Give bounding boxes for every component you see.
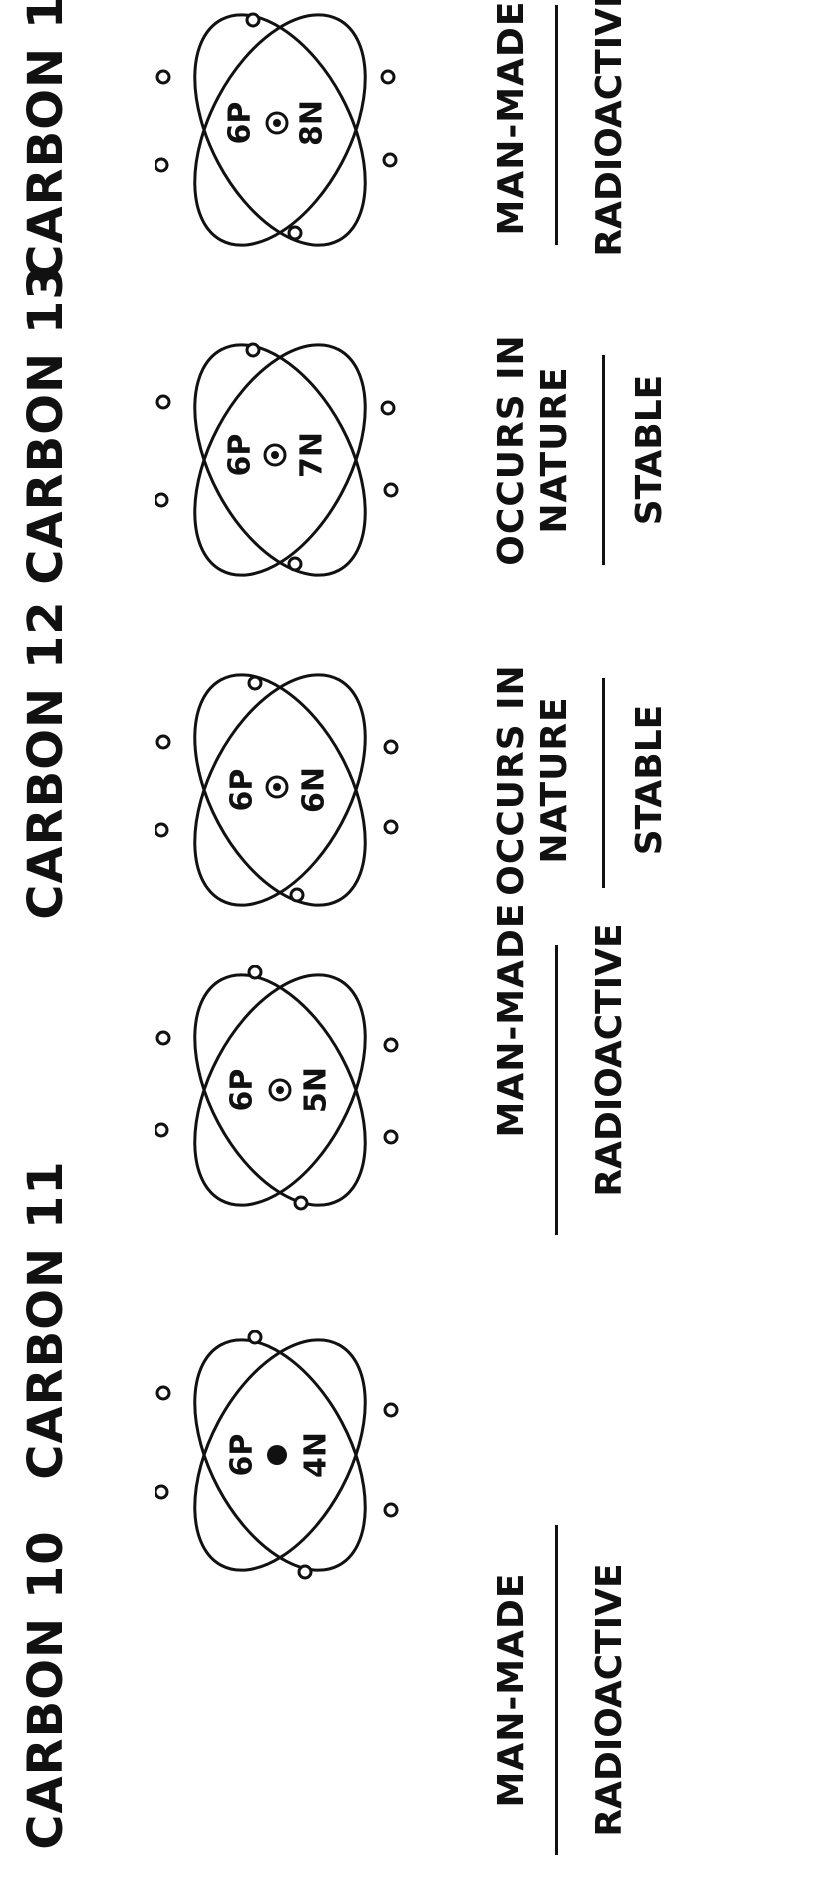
isotope-title: CARBON 14: [22, 0, 70, 280]
nucleus-icon: [276, 1086, 284, 1094]
electron-icon: [157, 736, 169, 748]
electron-icon: [155, 159, 167, 171]
neutron-count: 4N: [299, 1432, 334, 1478]
origin-label: MAN-MADE: [494, 903, 530, 1138]
stability-label: RADIOACTIVE: [592, 0, 628, 257]
divider-line: [602, 355, 605, 565]
electron-icon: [289, 227, 301, 239]
isotope-title: CARBON 10: [22, 1530, 70, 1849]
atom-diagram: 6P 4N: [155, 1330, 405, 1580]
electron-icon: [155, 1486, 167, 1498]
electron-icon: [247, 14, 259, 26]
neutron-count: 5N: [299, 1067, 334, 1113]
electron-icon: [291, 889, 303, 901]
electron-icon: [382, 402, 394, 414]
neutron-count: 6N: [297, 767, 332, 813]
electron-icon: [155, 1124, 167, 1136]
origin-label: OCCURS IN: [494, 334, 530, 565]
origin-label-line2: NATURE: [537, 696, 573, 863]
electron-icon: [247, 344, 259, 356]
atom-diagram: 6P 7N: [155, 335, 405, 585]
isotope-title: CARBON 11: [22, 1160, 70, 1479]
electron-icon: [382, 71, 394, 83]
divider-line: [555, 945, 558, 1235]
electron-icon: [385, 741, 397, 753]
isotope-title: CARBON 13: [22, 265, 70, 584]
origin-label: OCCURS IN: [494, 664, 530, 895]
proton-count: 6P: [225, 769, 260, 812]
atom-diagram: 6P 8N: [155, 5, 405, 255]
stability-label: RADIOACTIVE: [592, 1563, 628, 1836]
electron-icon: [155, 494, 167, 506]
nucleus-icon: [267, 1445, 287, 1465]
electron-icon: [384, 154, 396, 166]
electron-icon: [385, 484, 397, 496]
atom-diagram: 6P 6N: [155, 665, 405, 915]
electron-icon: [295, 1197, 307, 1209]
neutron-count: 8N: [295, 100, 330, 146]
electron-icon: [157, 71, 169, 83]
stability-label: STABLE: [632, 375, 668, 526]
divider-line: [555, 5, 558, 245]
electron-icon: [385, 1404, 397, 1416]
origin-label-line2: NATURE: [537, 366, 573, 533]
atom-diagram: 6P 5N: [155, 965, 405, 1215]
electron-icon: [289, 558, 301, 570]
electron-icon: [249, 1331, 261, 1343]
proton-count: 6P: [223, 102, 258, 145]
stability-label: RADIOACTIVE: [592, 923, 628, 1196]
origin-label: MAN-MADE: [494, 1, 530, 236]
electron-icon: [157, 1387, 169, 1399]
origin-label: MAN-MADE: [494, 1573, 530, 1808]
neutron-count: 7N: [295, 432, 330, 478]
electron-icon: [299, 1566, 311, 1578]
divider-line: [555, 1525, 558, 1855]
divider-line: [602, 678, 605, 888]
nucleus-icon: [273, 783, 281, 791]
nucleus-icon: [273, 119, 281, 127]
electron-icon: [249, 677, 261, 689]
electron-icon: [157, 396, 169, 408]
electron-icon: [155, 824, 167, 836]
proton-count: 6P: [225, 1069, 260, 1112]
proton-count: 6P: [223, 434, 258, 477]
electron-icon: [385, 1039, 397, 1051]
electron-icon: [249, 966, 261, 978]
proton-count: 6P: [225, 1434, 260, 1477]
electron-icon: [385, 821, 397, 833]
stability-label: STABLE: [632, 705, 668, 856]
electron-icon: [157, 1032, 169, 1044]
electron-icon: [385, 1131, 397, 1143]
isotope-title: CARBON 12: [22, 600, 70, 919]
electron-icon: [385, 1504, 397, 1516]
nucleus-icon: [271, 451, 279, 459]
